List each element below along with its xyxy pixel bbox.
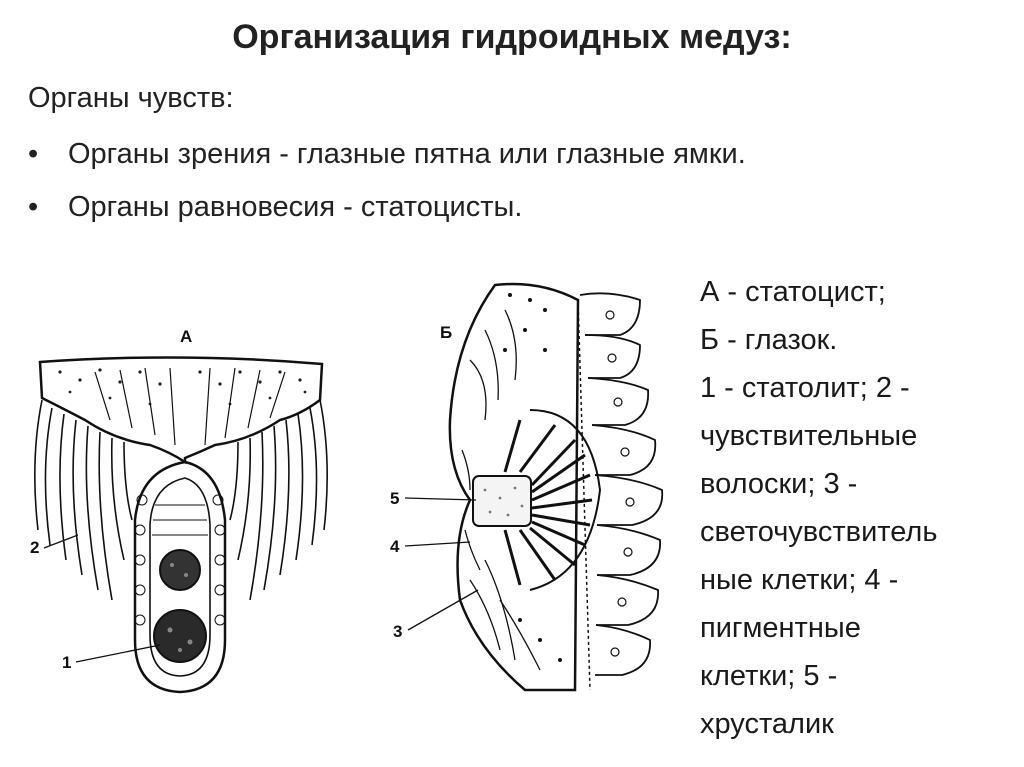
leader-line-4 [404, 541, 471, 547]
figure-b-label-5: 5 [390, 489, 399, 508]
sensory-hairs-left [34, 399, 133, 601]
leader-line-3 [407, 589, 479, 631]
lens-stipple [483, 486, 524, 517]
bullet-dot-icon: • [28, 138, 39, 170]
leader-line-5 [404, 497, 477, 501]
figure-b-label-3: 3 [393, 622, 402, 641]
bullet-item: • Органы зрения - глазные пятна или глазн… [28, 138, 746, 171]
statolith-stipple [167, 563, 193, 652]
legend-line: клетки; 5 - [700, 660, 838, 692]
figure-legend: А - статоцист; Б - глазок. 1 - статолит;… [700, 268, 1010, 748]
figure-a-label-2: 2 [30, 538, 39, 557]
figure-a-letter: А [180, 327, 192, 346]
lens [472, 475, 532, 527]
sensory-hairs-right [229, 399, 328, 601]
epithelial-cells [579, 292, 664, 676]
membrane [577, 299, 591, 691]
legend-line: чувствительные [700, 420, 918, 452]
leader-line-1 [75, 644, 161, 663]
ocellus-outline [448, 282, 580, 692]
bullet-dot-icon: • [28, 191, 39, 223]
legend-line: А - статоцист; [700, 276, 886, 308]
statocyst-inner-wall [149, 477, 211, 677]
legend-line: 1 - статолит; 2 - [700, 372, 910, 404]
tissue-texture [461, 309, 541, 671]
eye-cup [529, 409, 602, 591]
bullet-item: • Органы равновесия - статоцисты. [28, 191, 746, 224]
legend-line: ные клетки; 4 - [700, 564, 899, 596]
band-cell-lines [94, 367, 286, 446]
ocellus-figure: Б [390, 282, 664, 692]
figure-b-letter: Б [440, 323, 452, 342]
legend-line: светочувствитель [700, 516, 938, 548]
slide-title: Организация гидроидных медуз: [232, 18, 792, 56]
figure-a-label-1: 1 [62, 653, 71, 672]
bullet-text: Органы зрения - глазные пятна или глазны… [68, 138, 746, 170]
legend-line: пигментные [700, 612, 861, 644]
cell-nuclei [605, 310, 635, 657]
figure-b-label-4: 4 [390, 537, 400, 556]
legend-line: волоски; 3 - [700, 468, 858, 500]
section-subtitle: Органы чувств: [28, 82, 234, 114]
epithelium-band [38, 356, 324, 465]
statolith-upper [159, 549, 201, 591]
leader-line-2 [43, 534, 79, 549]
legend-line: Б - глазок. [700, 324, 838, 356]
statolith-lower [153, 609, 207, 663]
inner-cross-lines [152, 504, 208, 536]
bullet-text: Органы равновесия - статоцисты. [68, 191, 523, 223]
statocyst-figure: А [30, 327, 328, 694]
pigment-streaks [503, 419, 593, 586]
tissue-dots [503, 293, 562, 662]
bullet-list: • Органы зрения - глазные пятна или глазн… [28, 138, 746, 244]
legend-line: хрусталик [700, 708, 834, 740]
wall-cell-rings [134, 494, 226, 626]
